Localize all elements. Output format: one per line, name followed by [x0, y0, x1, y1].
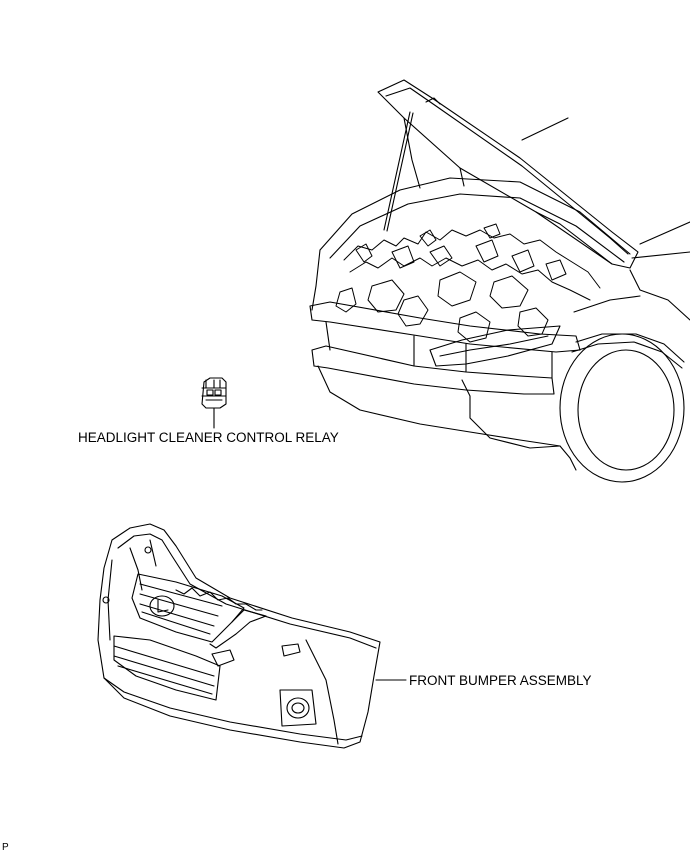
- vehicle-engine-compartment: [310, 80, 690, 482]
- front-wheel: [560, 334, 684, 482]
- headlight-cleaner-control-relay: [202, 378, 226, 408]
- engine-components: [336, 224, 600, 342]
- headlamp: [430, 326, 560, 366]
- upper-grille: [132, 574, 244, 642]
- relay-callout-label: HEADLIGHT CLEANER CONTROL RELAY: [78, 430, 339, 445]
- hood-panel: [378, 80, 638, 268]
- emblem: [150, 596, 174, 616]
- washer-nozzle-cover: [212, 650, 234, 666]
- radiator-support: [310, 302, 580, 352]
- bumper-callout-label: FRONT BUMPER ASSEMBLY: [409, 673, 592, 688]
- fog-lamp: [280, 690, 316, 726]
- lower-grille: [114, 636, 220, 700]
- front-bumper-assembly: [98, 524, 380, 748]
- page-code: P: [2, 842, 9, 853]
